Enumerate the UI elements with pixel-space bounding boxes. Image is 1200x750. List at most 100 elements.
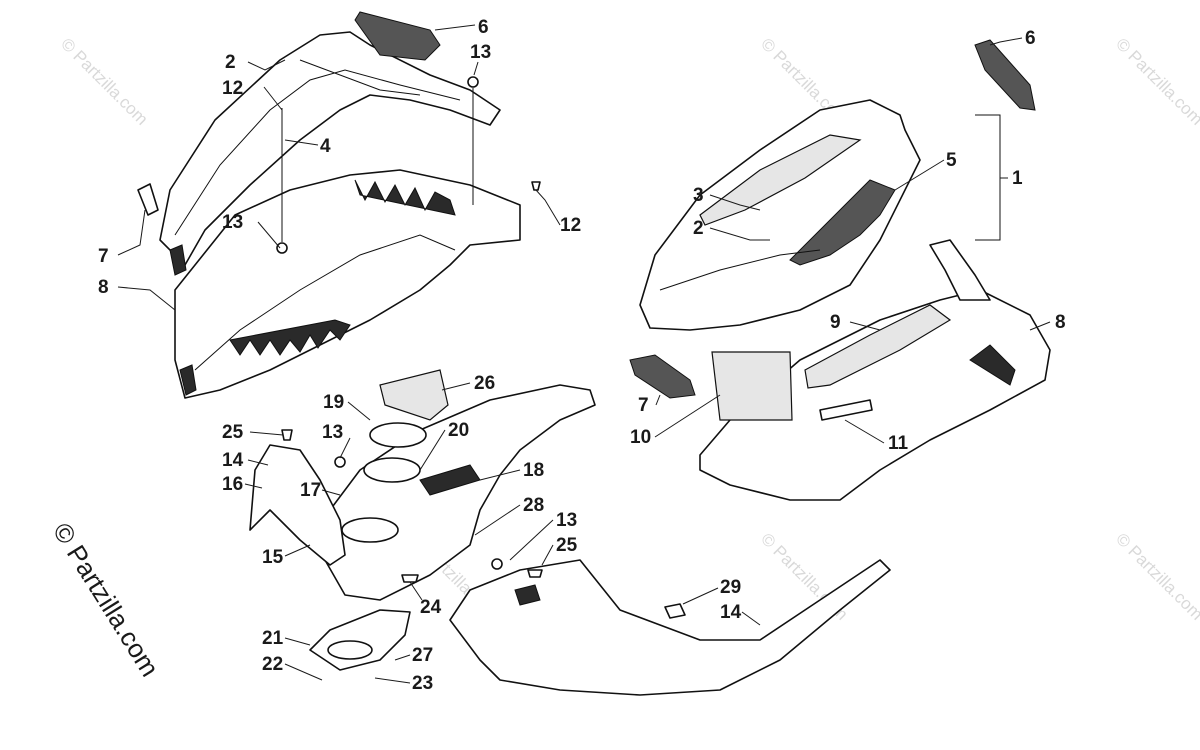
callout-26: 26 xyxy=(474,373,495,394)
callout-labels: 6 13 2 12 4 12 13 7 8 6 5 1 3 2 9 8 7 10… xyxy=(98,17,1066,694)
grille-mesh xyxy=(629,354,696,399)
leader-line xyxy=(117,209,146,256)
top-left-hood-assembly xyxy=(137,11,541,399)
partzilla-credit: © Partzilla.com xyxy=(47,517,165,681)
callout-7: 7 xyxy=(638,395,649,416)
runner-slot xyxy=(514,584,541,606)
callout-14: 14 xyxy=(720,602,742,623)
callout-17: 17 xyxy=(300,480,321,501)
leader-line xyxy=(247,459,269,466)
clip xyxy=(664,603,686,619)
callout-3: 3 xyxy=(693,185,704,206)
callout-23: 23 xyxy=(412,673,433,694)
screw xyxy=(531,181,541,191)
leader-line xyxy=(321,489,341,496)
callout-13: 13 xyxy=(470,42,491,63)
vent-mesh xyxy=(974,39,1036,111)
hood-upper-shell xyxy=(159,31,501,266)
leader-line xyxy=(479,469,521,481)
leader-line xyxy=(409,581,423,601)
screw xyxy=(401,574,419,583)
trim-strip xyxy=(819,399,873,421)
clip xyxy=(137,183,159,216)
side-runner xyxy=(449,559,891,696)
leader-line xyxy=(509,519,554,561)
callout-25: 25 xyxy=(556,535,578,556)
hood-crease-line xyxy=(299,59,421,96)
leader-line xyxy=(249,431,284,436)
screw xyxy=(281,429,293,441)
leader-line xyxy=(474,504,521,536)
callout-27: 27 xyxy=(412,645,433,666)
heat-shield-plate xyxy=(379,369,449,421)
nut xyxy=(276,242,288,254)
leader-line xyxy=(989,37,1023,46)
callout-2: 2 xyxy=(225,52,236,73)
assembly-bracket xyxy=(975,114,1001,241)
foam-pad xyxy=(711,351,793,421)
decal-strip xyxy=(699,134,862,226)
bezel-inner-edge xyxy=(194,234,456,371)
nut xyxy=(491,558,503,570)
callout-2: 2 xyxy=(693,218,704,239)
leader-line xyxy=(844,419,885,444)
callout-28: 28 xyxy=(523,495,544,516)
callout-18: 18 xyxy=(523,460,544,481)
leader-line xyxy=(849,321,881,331)
leader-line xyxy=(374,677,411,684)
callout-5: 5 xyxy=(946,150,957,171)
leader-line xyxy=(284,544,311,557)
leader-line xyxy=(339,437,351,459)
callout-14: 14 xyxy=(222,450,244,471)
leader-line xyxy=(263,86,283,111)
watermark: © Partzilla.com xyxy=(1112,34,1200,128)
callout-4: 4 xyxy=(320,136,331,157)
leader-line xyxy=(894,159,945,191)
callout-1: 1 xyxy=(1012,168,1023,189)
callout-6: 6 xyxy=(1025,28,1036,49)
leader-line xyxy=(709,194,761,211)
leader-line xyxy=(347,401,371,421)
leader-line xyxy=(419,429,446,471)
leader-line xyxy=(394,654,411,661)
callout-13: 13 xyxy=(556,510,577,531)
leader-line xyxy=(434,24,476,31)
leader-line xyxy=(284,637,311,646)
watermark: © Partzilla.com xyxy=(57,34,151,128)
leader-line xyxy=(709,227,770,241)
vent-mesh xyxy=(354,11,441,61)
leader-line xyxy=(117,286,176,311)
duct-opening xyxy=(327,640,373,660)
leader-line xyxy=(741,611,761,626)
leader-line xyxy=(244,483,263,489)
bezel-teeth xyxy=(354,179,456,216)
callout-10: 10 xyxy=(630,427,651,448)
side-panel-lower xyxy=(699,289,1051,501)
leader-line xyxy=(247,59,286,71)
gasket-ring xyxy=(363,457,421,483)
callout-24: 24 xyxy=(420,597,442,618)
callout-6: 6 xyxy=(478,17,489,38)
callout-8: 8 xyxy=(98,277,109,298)
callout-13: 13 xyxy=(322,422,343,443)
callout-12: 12 xyxy=(222,78,243,99)
side-panel-upper xyxy=(639,99,921,331)
leader-line xyxy=(257,221,281,249)
leader-line xyxy=(535,189,561,226)
callout-11: 11 xyxy=(888,433,909,454)
leader-line xyxy=(541,544,554,566)
callout-22: 22 xyxy=(262,654,283,675)
right-hood-assembly xyxy=(629,39,1051,501)
leader-line xyxy=(284,663,323,681)
nut xyxy=(334,456,346,468)
callout-21: 21 xyxy=(262,628,284,649)
callout-29: 29 xyxy=(720,577,741,598)
lower-duct xyxy=(309,609,411,671)
side-decal xyxy=(789,179,896,266)
belly-pan-assembly xyxy=(249,369,891,696)
callout-13: 13 xyxy=(222,212,243,233)
gasket-ring xyxy=(369,422,427,448)
callout-15: 15 xyxy=(262,547,284,568)
leader-line xyxy=(655,394,661,406)
